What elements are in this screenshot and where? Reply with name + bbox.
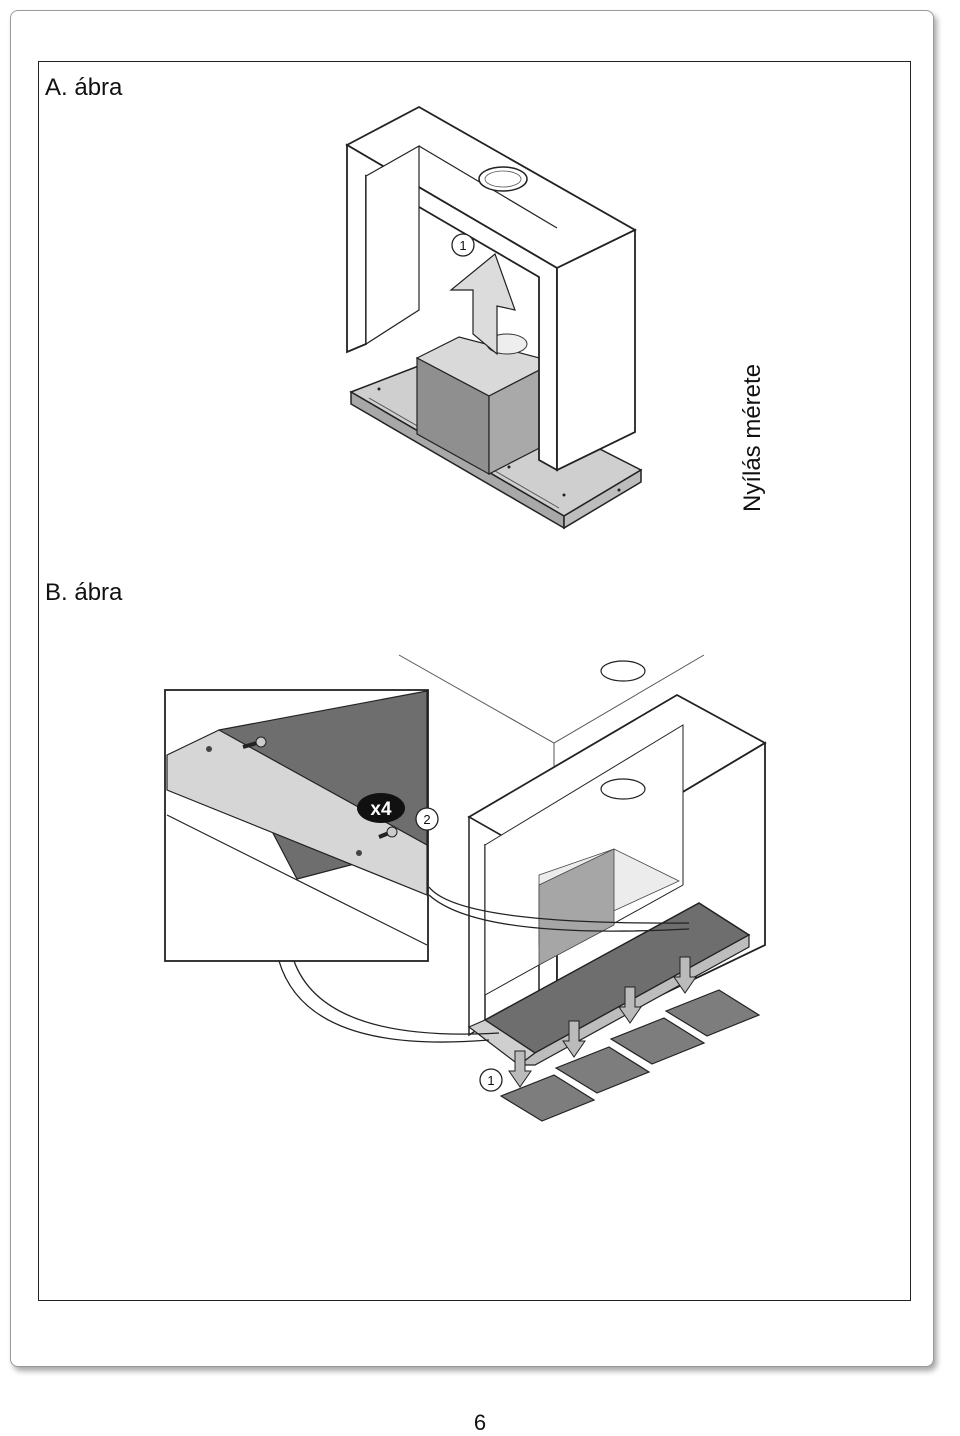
filter-down-arrows-icon [508,956,697,1088]
callout-b-1: 1 [479,1068,503,1092]
callout-b-2-number: 2 [423,812,430,827]
callout-b-1-number: 1 [487,1073,494,1088]
page-number: 6 [473,1410,487,1435]
grease-filters [499,989,761,1122]
quantity-badge-text: x4 [370,799,392,820]
opening-size-caption: Nyílás mérete [739,363,766,512]
callout-1-number: 1 [459,238,466,253]
figure-a-label: A. ábra [45,74,123,101]
figure-b-label: B. ábra [45,579,123,606]
lift-up-arrow-icon [449,252,516,356]
screw-detail-inset [164,689,429,962]
wall-cabinet [345,105,637,472]
figure-b-frame: B. ábra [38,565,911,1301]
open-cabinet [467,693,767,1047]
figure-a-illustration: 1 [345,105,643,530]
screw-icon [242,736,398,839]
figure-b-illustration: 1 x4 2 [164,654,767,1122]
inset-leader-lines [278,886,690,1043]
callout-b-2: 2 [415,807,439,831]
quantity-badge: x4 [357,793,405,823]
figure-a-frame: A. ábra [38,61,911,567]
callout-1: 1 [451,233,475,257]
